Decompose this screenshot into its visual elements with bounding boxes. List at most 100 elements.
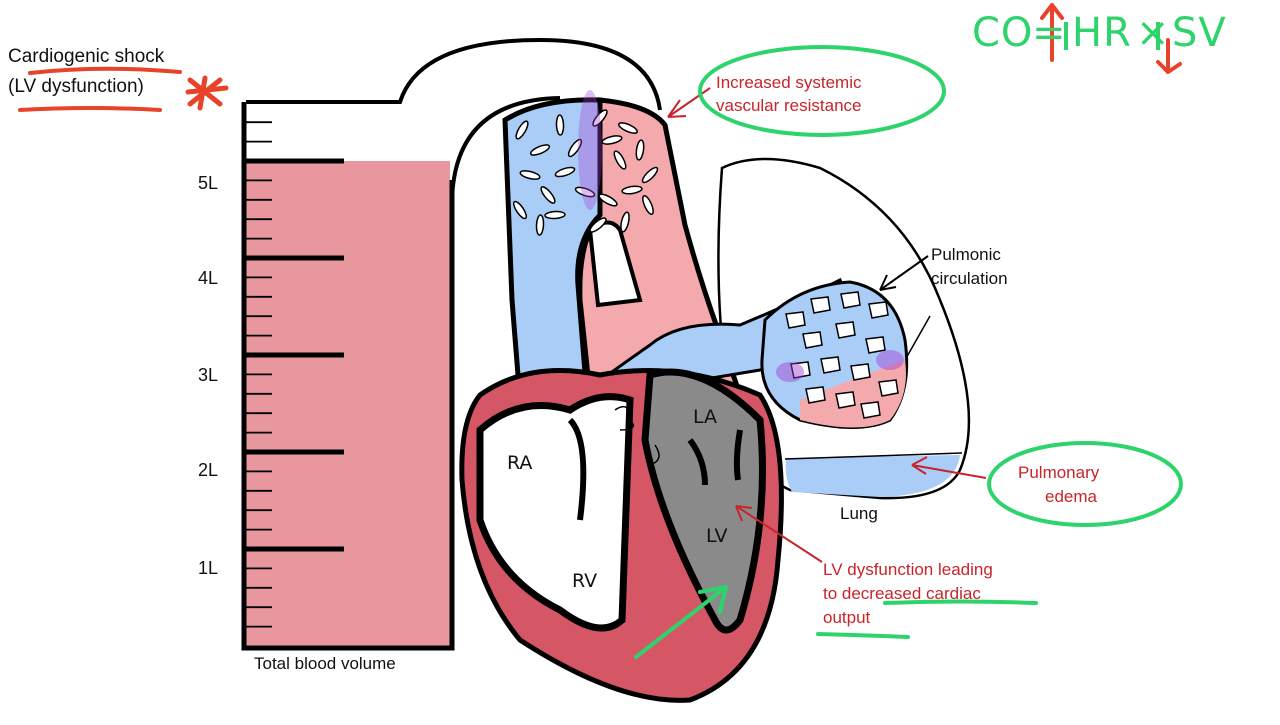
pulmonary-capillary-hole [840,291,861,309]
pulmonary-capillary-hole [865,336,886,354]
lung-label: Lung [840,504,878,523]
pulmonary-capillary-hole [810,296,831,314]
edema-arrow [911,456,987,479]
capillary-hole [589,217,607,233]
pulmonary-capillary-hole [820,356,841,374]
pulmonary-capillary-hole [835,391,856,409]
annotation-arrows [634,87,987,659]
systemic-connecting-vessel [246,37,662,111]
pulmonic-label-line2: circulation [931,269,1008,288]
page-title: Cardiogenic shock [8,46,165,67]
down-arrow-icon [1156,38,1182,74]
pulmonary-capillary-hole [850,363,871,381]
tick-label-1l: 1L [198,558,219,578]
pulmonary-congestion-highlight [776,362,804,382]
edema-highlight-oval [987,441,1183,527]
formula-hr: HR [1072,10,1132,56]
right-heart-chambers [476,393,634,632]
pulmonary-capillary-hole [868,301,889,319]
capillary-hole [621,185,643,195]
mitral-valve [687,429,743,486]
svr-label-line1: Increased systemic [716,73,862,92]
capillary-hole [613,150,627,170]
tick-label-2l: 2L [198,460,219,480]
pulmonary-capillary-holes [785,291,899,419]
capillary-hole [515,120,529,140]
capillary-hole [540,186,556,204]
cylinder-outline [241,102,455,651]
pulmonic-arrow [879,255,929,291]
svr-label-line2: vascular resistance [716,96,862,115]
capillary-hole [529,144,551,156]
capillary-hole [512,200,528,220]
capillary-hole [555,114,565,136]
systemic-capillary-bed [512,90,659,236]
capillary-hole [641,166,659,184]
green-lv-arrow [634,585,728,659]
chamber-label-ra: RA [507,452,533,474]
title-marks [18,66,229,112]
systemic-congestion-highlight [578,90,602,210]
lv-arrow [735,505,823,563]
capillary-hole [618,122,638,134]
formula-arrows [1040,3,1182,74]
pulmonic-valve [614,405,660,466]
formula-times: × [1136,10,1171,56]
edema-label-line2: edema [1045,487,1097,506]
pulmonary-capillary-hole [785,311,806,329]
edema-line [784,452,963,460]
green-highlights [698,45,1183,639]
pulmonary-capillary-hole [802,331,823,349]
cylinder-ticks [246,121,344,628]
pulmonary-capillary-hole [835,321,856,339]
decreased-underline [883,599,1038,605]
lv-label-line3: output [823,608,871,627]
capillary-hole [620,211,630,233]
pulmonary-capillary-hole [878,379,899,397]
output-underline [816,632,910,639]
chamber-label-la: LA [693,406,718,428]
tick-label-5l: 5L [198,173,219,193]
capillary-hole [642,195,654,215]
pulmonary-capillary-hole [860,401,881,419]
lv-label-line2: to decreased cardiac [823,584,981,603]
tick-label-3l: 3L [198,365,219,385]
capillary-hole [519,170,541,180]
atrioventricular-septum [567,417,587,521]
edema-label-line1: Pulmonary [1018,463,1100,482]
pulmonary-capillary-hole [805,386,826,404]
blood-volume-cylinder [241,102,455,651]
pulmonary-congestion-highlight [876,350,904,370]
cylinder-outflow-vessel [450,96,561,201]
star-icon [185,75,229,111]
capillary-hole [554,166,576,178]
capillary-hole [598,193,618,207]
formula-co: CO [972,10,1034,56]
svr-arrow [667,87,711,118]
title-underline [28,66,182,75]
formula-equals: = [1032,10,1067,56]
svr-highlight-oval [698,45,946,137]
left-heart-chambers [641,368,766,634]
capillary-hole [592,109,608,127]
pulmonic-label-line1: Pulmonic [931,245,1001,264]
chamber-label-rv: RV [572,570,598,592]
lv-label-line1: LV dysfunction leading [823,560,993,579]
chamber-label-lv: LV [706,525,728,547]
pulmonary-capillary-hole [790,361,811,379]
heart [459,368,784,703]
title-underline [18,106,162,112]
capillary-hole [635,139,645,161]
capillary-hole [601,135,623,145]
lung-fissure [904,315,931,361]
page-subtitle: (LV dysfunction) [8,76,144,97]
capillary-hole [535,214,545,236]
capillary-hole [567,138,583,158]
up-arrow-icon [1040,3,1064,62]
capillary-hole [574,186,596,198]
tick-label-4l: 4L [198,268,219,288]
cylinder-blood-fill [246,161,450,646]
cylinder-caption: Total blood volume [254,654,396,673]
